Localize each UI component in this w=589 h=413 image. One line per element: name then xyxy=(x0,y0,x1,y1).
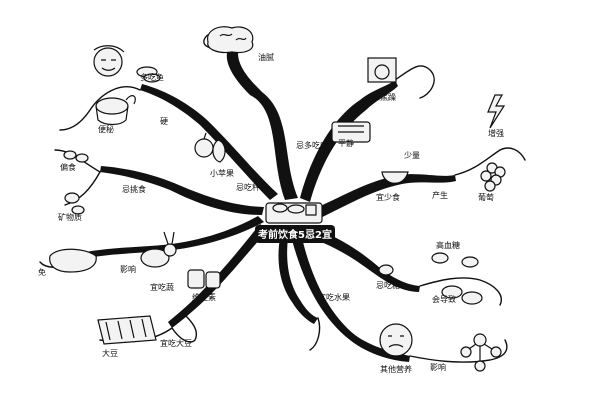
molecule-icon xyxy=(460,333,502,372)
label-jiaoyang-bottom: 其他营养 xyxy=(380,364,412,374)
lightning-icon xyxy=(487,94,506,129)
branch-labels: 忌吃秤砣 小苹果 硬 便秘 多吃鱼 偏食 矿物质 忌挑食 免 影响 宜吃蔬 维生… xyxy=(38,52,504,374)
branch-bottom xyxy=(278,238,318,324)
label-tiaoshi: 忌挑食 xyxy=(122,184,146,194)
branch-lower-right xyxy=(310,228,420,292)
bowl-icon xyxy=(381,171,409,184)
label-rou: 忌多吃肉 xyxy=(296,140,328,150)
jar-icon xyxy=(187,269,221,289)
cup-icon xyxy=(331,121,371,143)
label-shu: 宜吃蔬 xyxy=(150,282,174,292)
bread-icon xyxy=(97,315,157,345)
label-tang: 忌吃糖 xyxy=(376,280,400,290)
label-jiaoyang-sub1: 平静 xyxy=(338,138,354,148)
label-mianbao-sub1: 硬 xyxy=(160,117,168,126)
label-jiaoyang: 忌焦躁 xyxy=(372,92,396,102)
label-shuiguo-sub1: 增强 xyxy=(488,128,504,138)
label-tiaoshi-sub1: 偏食 xyxy=(60,162,76,172)
sleeping-face-icon xyxy=(93,45,125,77)
label-xiaosu: 宜少食 xyxy=(376,192,400,202)
label-chengtie-sub: 小苹果 xyxy=(210,168,234,178)
center-title: 考前饮食5忌2宜 xyxy=(258,228,332,241)
label-dadou-sub: 大豆 xyxy=(102,348,118,358)
label-xiaosu-sub2: 少量 xyxy=(404,151,420,160)
label-pianxin-sub1: 免 xyxy=(38,267,46,277)
label-shuiguo-sub2: 葡萄 xyxy=(478,192,494,202)
center-node[interactable]: 考前饮食5忌2宜 xyxy=(255,202,335,243)
brain-icon xyxy=(207,26,254,54)
branch-far-left xyxy=(68,216,264,262)
cake-icon xyxy=(136,66,161,83)
rabbit-icon xyxy=(140,231,177,268)
branch-top xyxy=(226,44,298,200)
pear-icon xyxy=(194,132,226,163)
label-chengtie: 忌吃秤砣 xyxy=(236,182,268,192)
label-dadou: 宜吃大豆 xyxy=(160,338,192,348)
shell-icon xyxy=(378,252,483,305)
label-rou-sub2: 影响 xyxy=(430,362,446,372)
rabbit-face-icon xyxy=(367,57,397,83)
grapes-icon xyxy=(480,162,506,192)
branch-upper-left xyxy=(140,84,278,200)
branch-left xyxy=(100,166,264,215)
label-zhongyu-sub1: 多吃鱼 xyxy=(140,72,164,82)
branch-right xyxy=(312,174,456,220)
label-tang-sub2: 高血糖 xyxy=(436,240,460,250)
branch-upper-right xyxy=(300,80,398,202)
label-shuiguo: 宜吃水果 xyxy=(318,292,350,302)
sub-branches xyxy=(39,33,526,363)
pillow-icon xyxy=(49,248,97,273)
pot-icon xyxy=(95,95,136,126)
label-pianxin-sub2: 影响 xyxy=(120,264,136,274)
label-rou-sub1: 油腻 xyxy=(258,52,274,62)
label-tang-sub1: 会导致 xyxy=(432,294,456,304)
label-shu-sub: 维生素 xyxy=(192,292,216,302)
mushroom-icon xyxy=(63,150,89,215)
label-xiaosu-sub1: 产生 xyxy=(432,190,448,200)
label-mianbao-sub2: 便秘 xyxy=(98,124,114,134)
worried-face-icon xyxy=(379,323,413,357)
branch-bottom-right xyxy=(292,238,410,362)
main-branches xyxy=(68,44,456,362)
food-tray-icon xyxy=(265,202,323,224)
label-tiaoshi-sub2: 矿物质 xyxy=(58,212,82,222)
